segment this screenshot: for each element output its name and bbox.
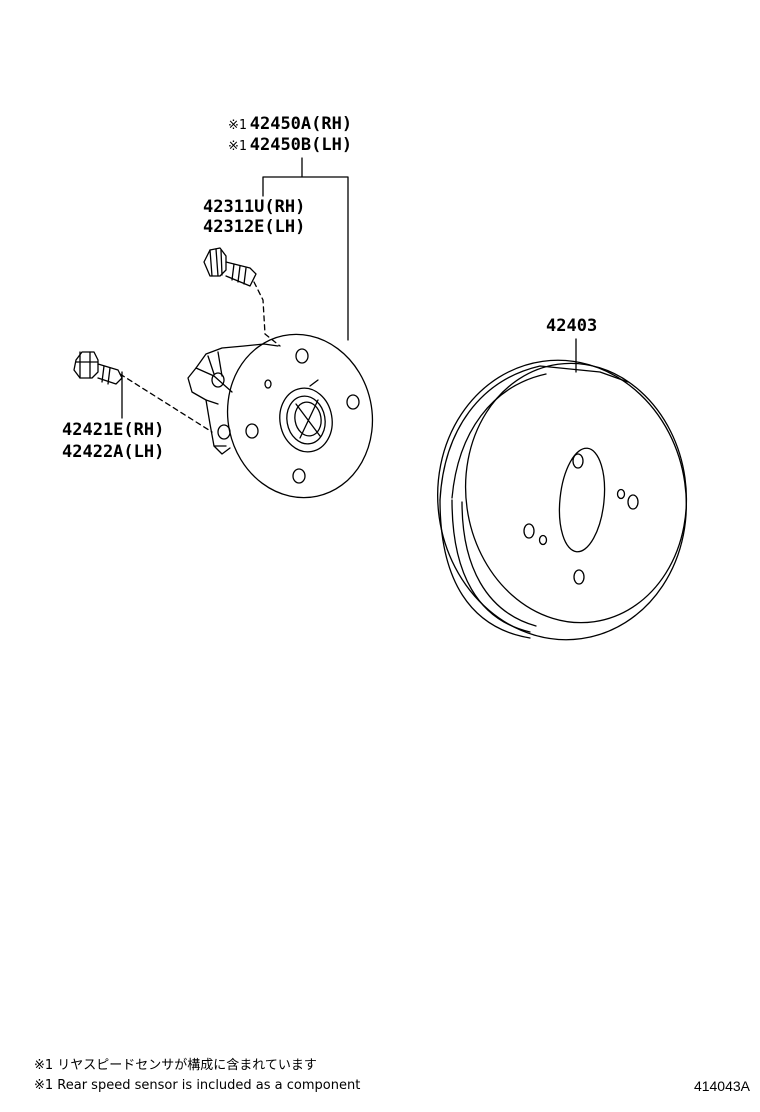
leader-lines	[119, 157, 577, 433]
mounting-bolt-part-number-lh: 42422A(LH)	[62, 442, 165, 462]
hub-assembly-part-number-lh: 42450B(LH)	[249, 135, 353, 155]
hub-bolt-part-number-lh: 42312E(LH)	[203, 217, 306, 237]
hub-bolt-part-number-rh: 42311U(RH)	[203, 197, 306, 217]
footnote-japanese: ※1 リヤスピードセンサが構成に含まれています	[34, 1058, 317, 1073]
hub-bolt-drawing	[203, 247, 257, 287]
hub-assembly-drawing	[187, 333, 374, 499]
mounting-bolt-part-number-rh: 42421E(RH)	[62, 420, 165, 440]
brake-drum-drawing	[437, 359, 688, 641]
component-note-mark: ※1	[228, 118, 247, 133]
mounting-bolt-drawing	[73, 351, 123, 385]
hub-assembly-part-number-rh: 42450A(RH)	[249, 114, 353, 134]
component-note-mark: ※1	[228, 139, 247, 154]
diagram-code: 414043A	[693, 1078, 750, 1094]
brake-drum-part-number: 42403	[546, 316, 598, 336]
footnote-english: ※1 Rear speed sensor is included as a co…	[34, 1078, 361, 1093]
